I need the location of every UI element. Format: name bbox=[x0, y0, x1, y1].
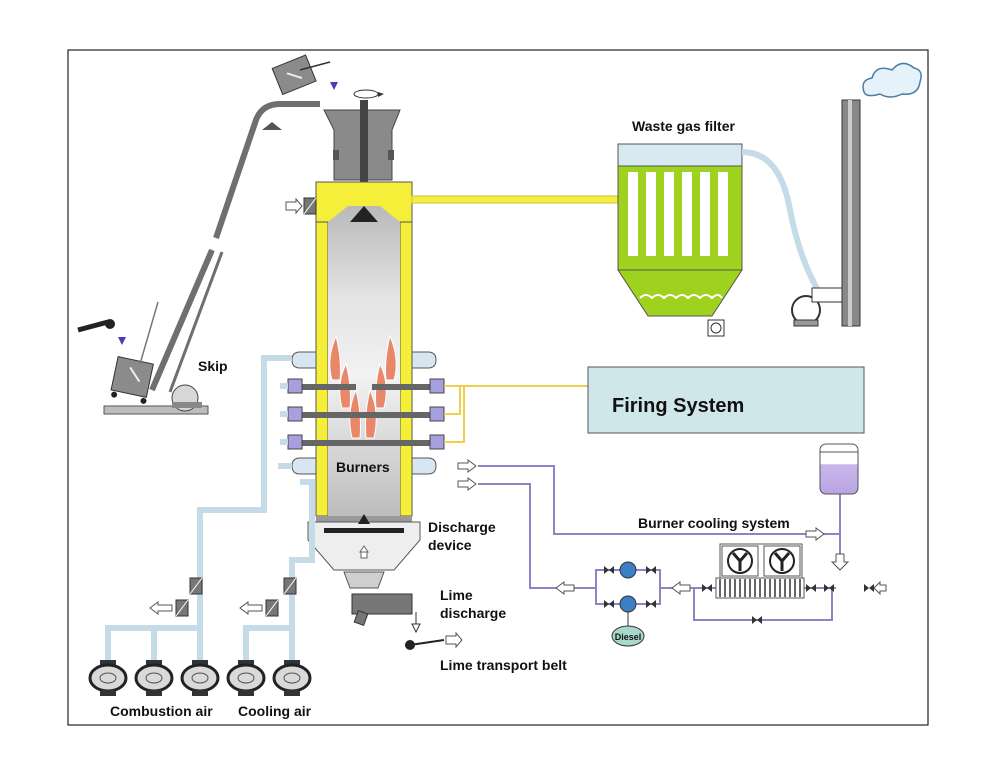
firing-system-label: Firing System bbox=[612, 395, 744, 417]
fan-icon bbox=[769, 548, 795, 574]
arrow-icon bbox=[457, 477, 477, 491]
cooling-air-label: Cooling air bbox=[238, 703, 312, 719]
burner-block bbox=[429, 434, 445, 450]
vent-arrows bbox=[149, 601, 263, 615]
valve-icon bbox=[646, 566, 656, 574]
arrow-icon bbox=[239, 601, 263, 615]
air-ducts bbox=[105, 355, 315, 668]
burner-block bbox=[287, 434, 303, 450]
burners-label: Burners bbox=[336, 459, 390, 475]
rotary-valve bbox=[707, 319, 725, 337]
waste-gas-filter bbox=[617, 143, 743, 337]
exhaust-duct bbox=[741, 149, 821, 292]
burner-block bbox=[287, 378, 303, 394]
burner-block bbox=[287, 406, 303, 422]
discharge-device-label-1: Discharge bbox=[428, 519, 496, 535]
arrow-icon bbox=[118, 337, 126, 345]
arrow-icon bbox=[873, 580, 887, 596]
blowers bbox=[88, 660, 312, 696]
valve-icon bbox=[806, 584, 816, 592]
lime-discharge-label-1: Lime bbox=[440, 587, 473, 603]
valve-icon bbox=[824, 584, 834, 592]
distributor-cone bbox=[350, 206, 378, 222]
arrow-icon bbox=[285, 197, 303, 215]
fan-icon bbox=[727, 548, 753, 574]
kiln-interior bbox=[328, 206, 400, 516]
valve-icon bbox=[752, 616, 762, 624]
valve-icon bbox=[646, 600, 656, 608]
valve-icon bbox=[702, 584, 712, 592]
discharge-device-label-2: device bbox=[428, 537, 472, 553]
arrow-icon bbox=[330, 82, 338, 90]
flow-arrows bbox=[457, 459, 887, 596]
burner-block bbox=[429, 378, 445, 394]
firing-system-box bbox=[587, 366, 865, 434]
arrow-icon bbox=[830, 553, 850, 571]
blower-icon bbox=[134, 660, 174, 696]
fan-icon bbox=[791, 287, 843, 327]
diesel-label: Diesel bbox=[615, 632, 642, 642]
lime-discharge-unit bbox=[351, 593, 413, 615]
lime-discharge-label-2: discharge bbox=[440, 605, 506, 621]
firing-lines bbox=[444, 385, 588, 443]
coolant-tank bbox=[819, 443, 859, 495]
pulley-support bbox=[262, 122, 282, 130]
valve-icon bbox=[604, 566, 614, 574]
skip-bucket bbox=[110, 356, 154, 404]
burner-block bbox=[429, 406, 445, 422]
top-skip-bucket bbox=[271, 54, 317, 96]
combustion-air-label: Combustion air bbox=[110, 703, 213, 719]
skip-label: Skip bbox=[198, 358, 228, 374]
pump-icon bbox=[619, 561, 637, 579]
arrow-icon bbox=[671, 581, 691, 595]
arrow-icon bbox=[555, 581, 575, 595]
waste-gas-filter-label: Waste gas filter bbox=[632, 118, 736, 134]
cloud-icon bbox=[862, 62, 922, 98]
air-cooler bbox=[715, 543, 805, 599]
valve-icon bbox=[604, 600, 614, 608]
arrow-icon bbox=[445, 631, 463, 649]
blower-icon bbox=[272, 660, 312, 696]
waste-gas-duct bbox=[411, 195, 619, 204]
diesel-tank bbox=[611, 625, 645, 647]
valves bbox=[604, 566, 874, 624]
blower-icon bbox=[88, 660, 128, 696]
arrow-icon bbox=[805, 527, 825, 541]
blower-icon bbox=[226, 660, 266, 696]
burner-lances bbox=[287, 351, 445, 475]
arrow-icon bbox=[149, 601, 173, 615]
arrow-icon bbox=[457, 459, 477, 473]
pump-icon bbox=[619, 595, 637, 613]
lime-transport-belt-label: Lime transport belt bbox=[440, 657, 567, 673]
burner-cooling-system-label: Burner cooling system bbox=[638, 515, 790, 531]
pumps bbox=[611, 561, 645, 647]
valve-icon bbox=[864, 584, 874, 592]
blower-icon bbox=[180, 660, 220, 696]
skip-hoist bbox=[77, 54, 338, 415]
